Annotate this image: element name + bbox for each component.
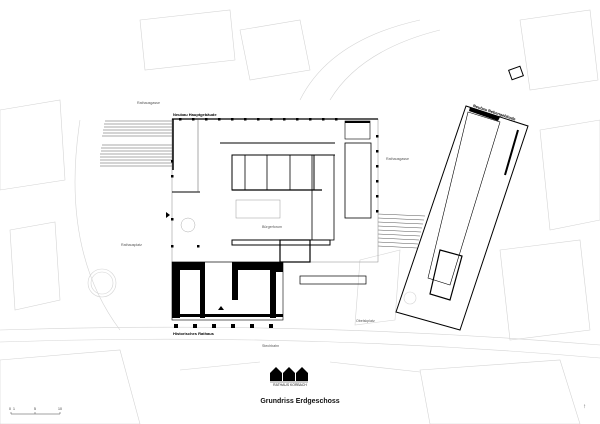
label-street-right: Rathausgasse bbox=[386, 157, 409, 161]
label-small-square: Obelskplatz bbox=[356, 319, 375, 323]
north-arrow-icon: ↑ bbox=[583, 404, 586, 410]
context-lines bbox=[0, 9, 600, 424]
label-forum: Bürgerforum bbox=[262, 225, 282, 229]
annex-building bbox=[395, 105, 529, 331]
kiosk bbox=[508, 65, 524, 81]
label-historic-building: Historisches Rathaus bbox=[173, 331, 214, 336]
scale-0: 0 bbox=[9, 407, 11, 411]
scale-10: 10 bbox=[58, 407, 62, 411]
historic-building bbox=[171, 261, 284, 328]
drawing-title: Grundriss Erdgeschoss bbox=[260, 398, 340, 405]
label-square: Rathausplatz bbox=[121, 243, 142, 247]
steps-left bbox=[100, 120, 172, 167]
label-street-top: Rathausgasse bbox=[137, 101, 160, 105]
logo-text: RATHAUS KORBACH bbox=[273, 383, 307, 387]
label-street-bottom: Stechbahn bbox=[262, 344, 280, 348]
label-main-building: Neubau Hauptgebäude bbox=[173, 112, 217, 117]
scale-1: 1 bbox=[13, 407, 15, 411]
scale-bar bbox=[10, 412, 61, 415]
steps-middle bbox=[377, 213, 426, 249]
scale-5: 5 bbox=[34, 407, 36, 411]
bench bbox=[299, 275, 367, 285]
